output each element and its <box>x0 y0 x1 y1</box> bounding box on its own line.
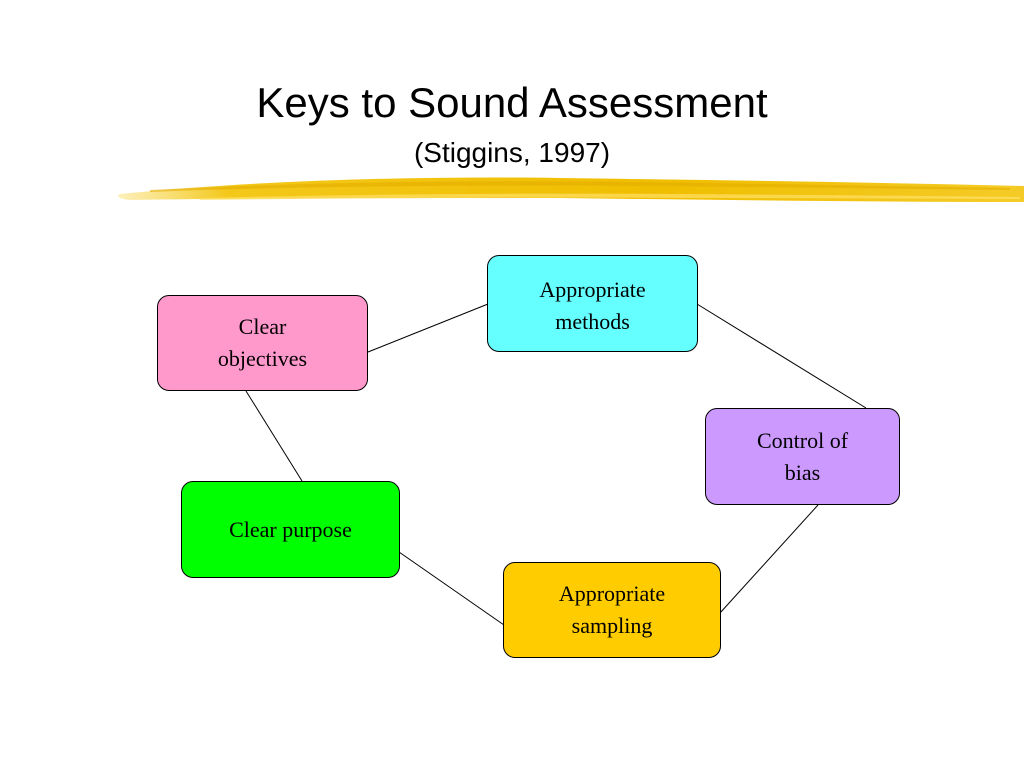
slide-subtitle: (Stiggins, 1997) <box>413 137 611 168</box>
node-clear-purpose-label: Clear purpose <box>229 516 352 542</box>
connector-sampling-purpose <box>398 551 505 626</box>
node-clear-objectives-label: Clear objectives <box>217 314 308 371</box>
node-appropriate-sampling-label: Appropriate sampling <box>558 581 666 638</box>
brush-stroke-streak-1 <box>150 181 1010 192</box>
node-clear-purpose: Clear purpose <box>181 481 400 578</box>
node-control-of-bias: Control of bias <box>705 408 900 505</box>
connector-bias-sampling <box>719 504 819 614</box>
brush-stroke-divider <box>118 177 1024 202</box>
connector-purpose-objectives <box>245 390 303 482</box>
node-appropriate-methods: Appropriate methods <box>487 255 698 352</box>
connector-objectives-methods <box>367 303 489 353</box>
connector-methods-bias <box>696 303 867 409</box>
brush-stroke-streak-2 <box>200 193 1020 200</box>
node-appropriate-methods-label: Appropriate methods <box>539 277 646 334</box>
node-control-of-bias-label: Control of bias <box>756 427 849 485</box>
node-clear-objectives: Clear objectives <box>157 295 368 391</box>
slide-title: Keys to Sound Assessment <box>256 79 768 126</box>
node-appropriate-sampling: Appropriate sampling <box>503 562 721 658</box>
